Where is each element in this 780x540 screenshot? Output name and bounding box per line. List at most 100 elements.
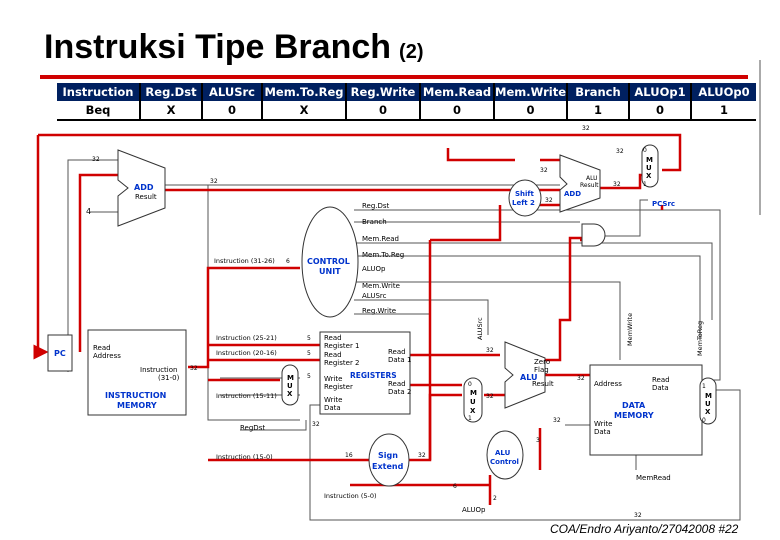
pc-adder bbox=[117, 149, 166, 227]
mux-u: U bbox=[470, 398, 476, 406]
bus-width: 16 bbox=[345, 452, 353, 459]
bus-width: 6 bbox=[286, 258, 290, 265]
mux-in-1: 1 bbox=[702, 383, 706, 390]
pc-label: PC bbox=[54, 349, 66, 358]
memtoreg-vertical-label: MemToReg bbox=[696, 321, 704, 356]
dm-address-label: Address bbox=[594, 380, 622, 388]
branch-and-gate bbox=[581, 223, 606, 247]
mux-x: X bbox=[287, 390, 293, 398]
branch-add-label: ADD bbox=[564, 190, 581, 198]
instruction-memory bbox=[87, 329, 187, 416]
table-value-row: Beq X 0 X 0 0 0 1 0 1 bbox=[57, 101, 756, 120]
write-data-b: Data bbox=[324, 404, 341, 412]
header-cell: ALUSrc bbox=[201, 83, 262, 101]
bus-width: 32 bbox=[312, 421, 320, 428]
value-cell: X bbox=[139, 101, 202, 120]
header-cell: ALUOp1 bbox=[628, 83, 691, 101]
mux-in-0: 0 bbox=[643, 147, 647, 154]
bus-width: 3 bbox=[536, 437, 540, 444]
mux-in-1: 1 bbox=[643, 181, 647, 188]
instruction-memory-label-1: INSTRUCTION bbox=[105, 391, 166, 400]
header-cell: Instruction bbox=[57, 83, 140, 101]
memwrite-label: Mem.Write bbox=[362, 282, 400, 290]
control-signal-table: Instruction Reg.Dst ALUSrc Mem.To.Reg Re… bbox=[57, 83, 756, 121]
value-cell: 1 bbox=[566, 101, 629, 120]
mux-x: X bbox=[470, 407, 476, 415]
write-reg-a: Write bbox=[324, 375, 342, 383]
table-header-row: Instruction Reg.Dst ALUSrc Mem.To.Reg Re… bbox=[57, 83, 756, 101]
dm-read-2: Data bbox=[652, 384, 669, 392]
constant-four: 4 bbox=[86, 207, 91, 216]
mux-u: U bbox=[287, 382, 293, 390]
bus-width: 32 bbox=[616, 148, 624, 155]
instr-5-0: Instruction (5-0) bbox=[324, 492, 377, 500]
alu-result-label: Result bbox=[532, 380, 554, 388]
value-cell: 0 bbox=[345, 101, 420, 120]
regdst-bottom-label: RegDst bbox=[240, 424, 265, 432]
title-main: Instruksi Tipe Branch bbox=[44, 28, 392, 66]
registers-label: REGISTERS bbox=[350, 371, 397, 380]
sign-label-2: Extend bbox=[372, 462, 404, 471]
bus-width: 32 bbox=[486, 347, 494, 354]
shift-left-2 bbox=[508, 179, 542, 217]
mux-in-0: 0 bbox=[702, 417, 706, 424]
dm-read-1: Read bbox=[652, 376, 670, 384]
read-address-label-1: Read bbox=[93, 344, 111, 352]
bus-width: 32 bbox=[613, 181, 621, 188]
bus-width-labels: 32 32 32 32 32 32 32 6 5 5 5 32 32 32 32… bbox=[92, 125, 642, 519]
alusrc-label: ALUSrc bbox=[362, 292, 387, 300]
bus-width: 5 bbox=[307, 373, 311, 380]
pc-mux bbox=[641, 144, 659, 188]
value-cell: X bbox=[261, 101, 346, 120]
sign-label-1: Sign bbox=[378, 451, 398, 460]
mux-m: M bbox=[705, 392, 712, 400]
branch-label: Branch bbox=[362, 218, 387, 226]
alusrc-vertical-label: ALUSrc bbox=[476, 317, 484, 340]
memread-bottom-label: MemRead bbox=[636, 474, 671, 482]
memread-label: Mem.Read bbox=[362, 235, 399, 243]
value-cell: 0 bbox=[201, 101, 262, 120]
value-cell: Beq bbox=[57, 101, 140, 120]
mux-x: X bbox=[705, 408, 711, 416]
data-memory-label-1: DATA bbox=[622, 401, 646, 410]
add-result-label: Result bbox=[135, 193, 157, 201]
mux-in-0: 0 bbox=[468, 381, 472, 388]
dm-write-2: Data bbox=[594, 428, 611, 436]
instruction-memory-label-2: MEMORY bbox=[117, 401, 157, 410]
header-cell: ALUOp0 bbox=[690, 83, 756, 101]
header-cell: Mem.To.Reg bbox=[261, 83, 346, 101]
control-unit bbox=[301, 206, 359, 318]
zero-label: Zero bbox=[534, 358, 550, 366]
mux-x: X bbox=[646, 172, 652, 180]
branch-alu-label: ALU bbox=[586, 175, 598, 182]
header-cell: Reg.Write bbox=[345, 83, 420, 101]
value-cell: 0 bbox=[493, 101, 567, 120]
mux-m: M bbox=[287, 374, 294, 382]
bus-width: 32 bbox=[553, 417, 561, 424]
bus-width: 5 bbox=[307, 335, 311, 342]
write-reg-b: Register bbox=[324, 383, 353, 391]
alu-label: ALU bbox=[520, 373, 538, 382]
header-cell: Mem.Write bbox=[493, 83, 567, 101]
bus-width: 5 bbox=[307, 350, 311, 357]
branch-adder bbox=[559, 154, 601, 213]
title-sub: (2) bbox=[399, 41, 424, 63]
bus-width: 32 bbox=[210, 178, 218, 185]
mux-m: M bbox=[646, 156, 653, 164]
read-data2-a: Read bbox=[388, 380, 406, 388]
instr-20-16: Instruction (20-16) bbox=[216, 349, 277, 357]
read-data1-b: Data 1 bbox=[388, 356, 411, 364]
alu-control-label-2: Control bbox=[490, 458, 519, 466]
memtoreg-mux bbox=[699, 377, 717, 425]
mux-u: U bbox=[646, 164, 652, 172]
main-alu bbox=[504, 341, 546, 409]
alusrc-mux bbox=[463, 377, 483, 423]
bus-width: 32 bbox=[577, 375, 585, 382]
instr-15-11: Instruction (15-11) bbox=[216, 392, 277, 400]
header-cell: Reg.Dst bbox=[139, 83, 202, 101]
mux-m: M bbox=[470, 389, 477, 397]
add-label: ADD bbox=[134, 183, 154, 192]
header-cell: Mem.Read bbox=[419, 83, 494, 101]
title-rule bbox=[40, 75, 748, 79]
regwrite-label: Reg.Write bbox=[362, 307, 396, 315]
